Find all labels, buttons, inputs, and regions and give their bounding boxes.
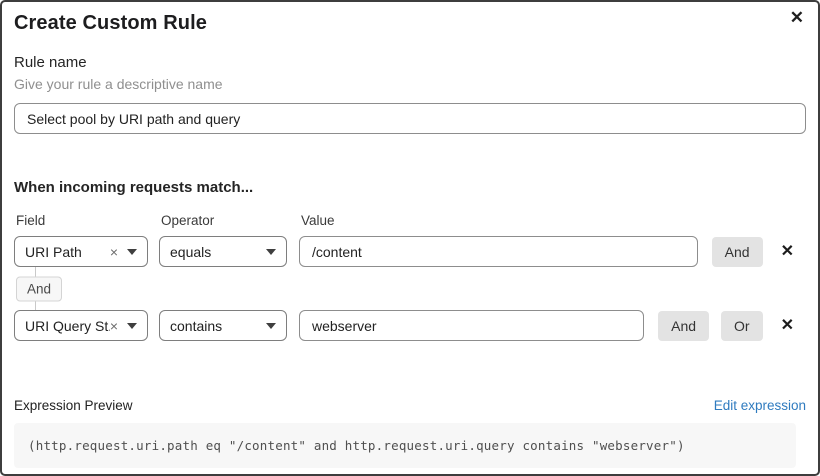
chevron-down-icon (127, 322, 137, 329)
operator-dropdown[interactable]: equals (159, 236, 287, 267)
operator-dropdown-value: equals (170, 243, 212, 260)
value-input[interactable] (299, 310, 645, 341)
field-dropdown[interactable]: URI Path × (14, 236, 148, 267)
clear-selection-icon[interactable]: × (109, 243, 118, 260)
condition-row-2: URI Query St... × contains And Or ✕ (14, 310, 806, 341)
field-column-label: Field (16, 213, 46, 228)
operator-column-label: Operator (161, 213, 215, 228)
and-button[interactable]: And (658, 310, 710, 341)
value-column-label: Value (301, 213, 335, 228)
field-dropdown-value: URI Path (25, 243, 82, 260)
expression-code-block: (http.request.uri.path eq "/content" and… (14, 423, 796, 468)
field-dropdown[interactable]: URI Query St... × (14, 310, 148, 341)
and-button[interactable]: And (711, 236, 763, 267)
rule-name-input[interactable] (14, 103, 806, 134)
or-button[interactable]: Or (721, 310, 763, 341)
rule-name-helper: Give your rule a descriptive name (14, 76, 223, 92)
remove-condition-icon[interactable]: ✕ (780, 316, 794, 334)
clear-selection-icon[interactable]: × (109, 317, 118, 334)
page-title: Create Custom Rule (14, 12, 207, 34)
operator-dropdown[interactable]: contains (159, 310, 287, 341)
condition-connector: And (14, 267, 806, 310)
condition-row-1: URI Path × equals And ✕ (14, 236, 806, 267)
value-input[interactable] (299, 236, 698, 267)
expression-preview-label: Expression Preview (14, 398, 133, 413)
chevron-down-icon (266, 248, 276, 255)
remove-condition-icon[interactable]: ✕ (780, 242, 794, 260)
chevron-down-icon (266, 322, 276, 329)
edit-expression-link[interactable]: Edit expression (713, 398, 806, 413)
column-labels: Field Operator Value (14, 213, 806, 228)
operator-dropdown-value: contains (170, 317, 223, 334)
match-heading: When incoming requests match... (14, 179, 254, 196)
connector-and-badge: And (16, 276, 63, 301)
close-icon[interactable]: ✕ (789, 8, 804, 27)
rule-name-label: Rule name (14, 54, 87, 71)
field-dropdown-value: URI Query St... (25, 317, 110, 334)
expression-preview-header: Expression Preview Edit expression (14, 398, 806, 413)
chevron-down-icon (127, 248, 137, 255)
